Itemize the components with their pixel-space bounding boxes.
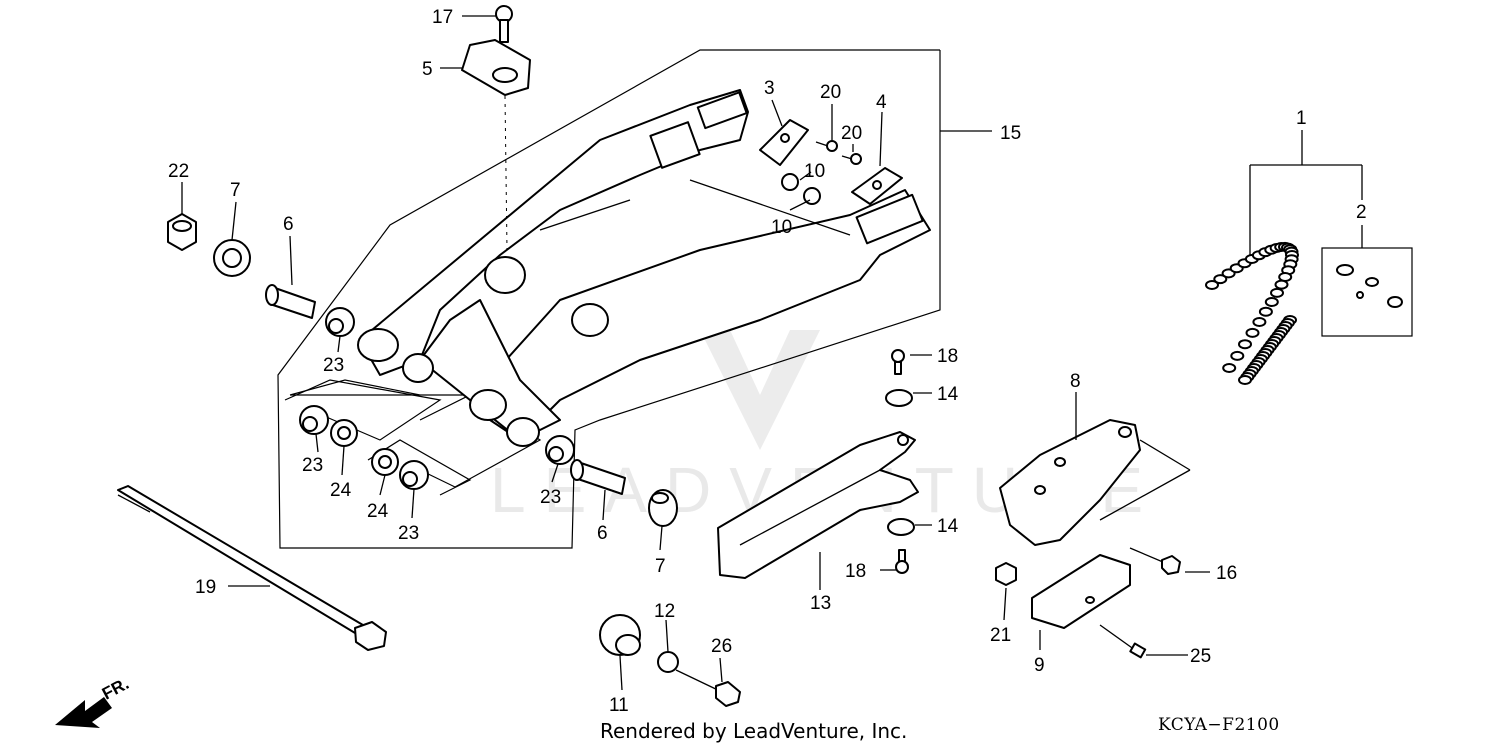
needle-bearing-part-23-c: [399, 460, 429, 490]
screw-part-17: [495, 5, 513, 43]
callout-7-upper: 7: [230, 180, 241, 201]
roller-part-11: [599, 614, 641, 656]
callout-14-lower: 14: [937, 516, 959, 537]
callout-11: 11: [609, 695, 629, 716]
chain-link: [1252, 317, 1267, 327]
chain-link: [1205, 280, 1219, 290]
needle-bearing-part-23-d: [545, 435, 575, 465]
callout-25: 25: [1190, 646, 1211, 667]
bolt-part-25: [1099, 624, 1147, 659]
callout-labels: 1 2 3 4 5 6 6 7 7 8 9 10 10 11 12 13 14 …: [168, 7, 1367, 716]
nut-part-10-b: [803, 187, 821, 205]
callout-4: 4: [876, 92, 887, 113]
callout-6-upper: 6: [283, 214, 294, 235]
callout-20-upper: 20: [820, 82, 841, 103]
chain-bracket: [1249, 130, 1413, 337]
guide-slipper-part-9: [1031, 554, 1131, 629]
rubber-part-14-lower: [887, 518, 915, 536]
swingarm: [357, 89, 931, 447]
bearing-part-7-upper: [213, 239, 251, 277]
callout-15: 15: [1000, 123, 1021, 144]
callout-1: 1: [1296, 108, 1307, 129]
callout-22: 22: [168, 161, 189, 182]
nut-part-21: [995, 562, 1017, 586]
master-link-part-2: [1336, 264, 1403, 308]
chain-guide-part-8: [999, 419, 1191, 546]
bolt-part-16: [1129, 547, 1181, 575]
chain-link: [1238, 339, 1252, 350]
leader-lines: [181, 15, 1210, 691]
bearing-part-24-b: [371, 448, 399, 476]
collar-part-6-upper: [265, 284, 316, 319]
callout-23-a: 23: [323, 355, 344, 376]
bearing-part-24-a: [330, 419, 358, 447]
callout-10-lower: 10: [771, 217, 792, 238]
chain-slider-part-13: [717, 431, 919, 579]
chain-link: [1213, 274, 1228, 285]
chain-link: [1238, 375, 1252, 385]
chain-link: [1274, 279, 1289, 290]
callout-23-c: 23: [398, 523, 419, 544]
callout-23-d: 23: [540, 487, 561, 508]
callout-24-b: 24: [367, 501, 389, 522]
screw-part-18-lower: [895, 549, 909, 574]
callout-23-b: 23: [302, 455, 323, 476]
callout-18-upper: 18: [937, 346, 958, 367]
washer-part-12: [657, 651, 679, 673]
clamp-part-5: [461, 39, 531, 96]
callout-12: 12: [654, 601, 675, 622]
callout-13: 13: [810, 593, 831, 614]
drive-chain-part-1: [1205, 241, 1299, 385]
bolt-part-26: [675, 669, 741, 707]
chain-link: [1245, 327, 1260, 338]
screw-part-18-upper: [891, 349, 905, 375]
chain-link: [1258, 306, 1273, 317]
callout-16: 16: [1216, 563, 1237, 584]
chain-link: [1270, 287, 1284, 298]
needle-bearing-part-23-b: [299, 405, 329, 435]
collar-part-6-lower: [570, 459, 626, 495]
diagram-code: KCYA−F2100: [1158, 715, 1280, 735]
chain-adjuster-part-4: [851, 167, 903, 205]
needle-bearing-part-23-a: [325, 307, 355, 337]
credit-text: Rendered by LeadVenture, Inc.: [600, 719, 907, 743]
callout-7-lower: 7: [655, 556, 666, 577]
chain-link: [1230, 350, 1245, 361]
chain-adjuster-part-3: [759, 119, 809, 166]
nut-part-10-a: [781, 173, 799, 191]
callout-14-upper: 14: [937, 384, 959, 405]
callout-17: 17: [432, 7, 453, 28]
front-direction-arrow-icon: FR.: [55, 674, 132, 728]
callout-5: 5: [422, 59, 433, 80]
bush-part-7-lower: [648, 489, 678, 527]
rubber-part-14-upper: [885, 389, 913, 407]
bolt-part-20-a: [815, 140, 838, 152]
callout-18-lower: 18: [845, 561, 866, 582]
clamp-guide-line: [504, 95, 508, 251]
chain-link: [1264, 297, 1279, 307]
callout-20-lower: 20: [841, 123, 862, 144]
bolt-part-20-b: [841, 153, 862, 165]
callout-10-upper: 10: [804, 161, 825, 182]
callout-9: 9: [1034, 655, 1045, 676]
callout-26: 26: [711, 636, 732, 657]
callout-8: 8: [1070, 371, 1081, 392]
callout-3: 3: [764, 78, 775, 99]
pivot-bolt-part-19: [117, 485, 387, 651]
callout-2: 2: [1356, 202, 1367, 223]
callout-24-a: 24: [330, 480, 352, 501]
nut-part-22: [167, 213, 197, 251]
callout-21: 21: [990, 625, 1011, 646]
chain-link: [1222, 363, 1237, 373]
callout-6-lower: 6: [597, 523, 608, 544]
callout-19: 19: [195, 577, 216, 598]
